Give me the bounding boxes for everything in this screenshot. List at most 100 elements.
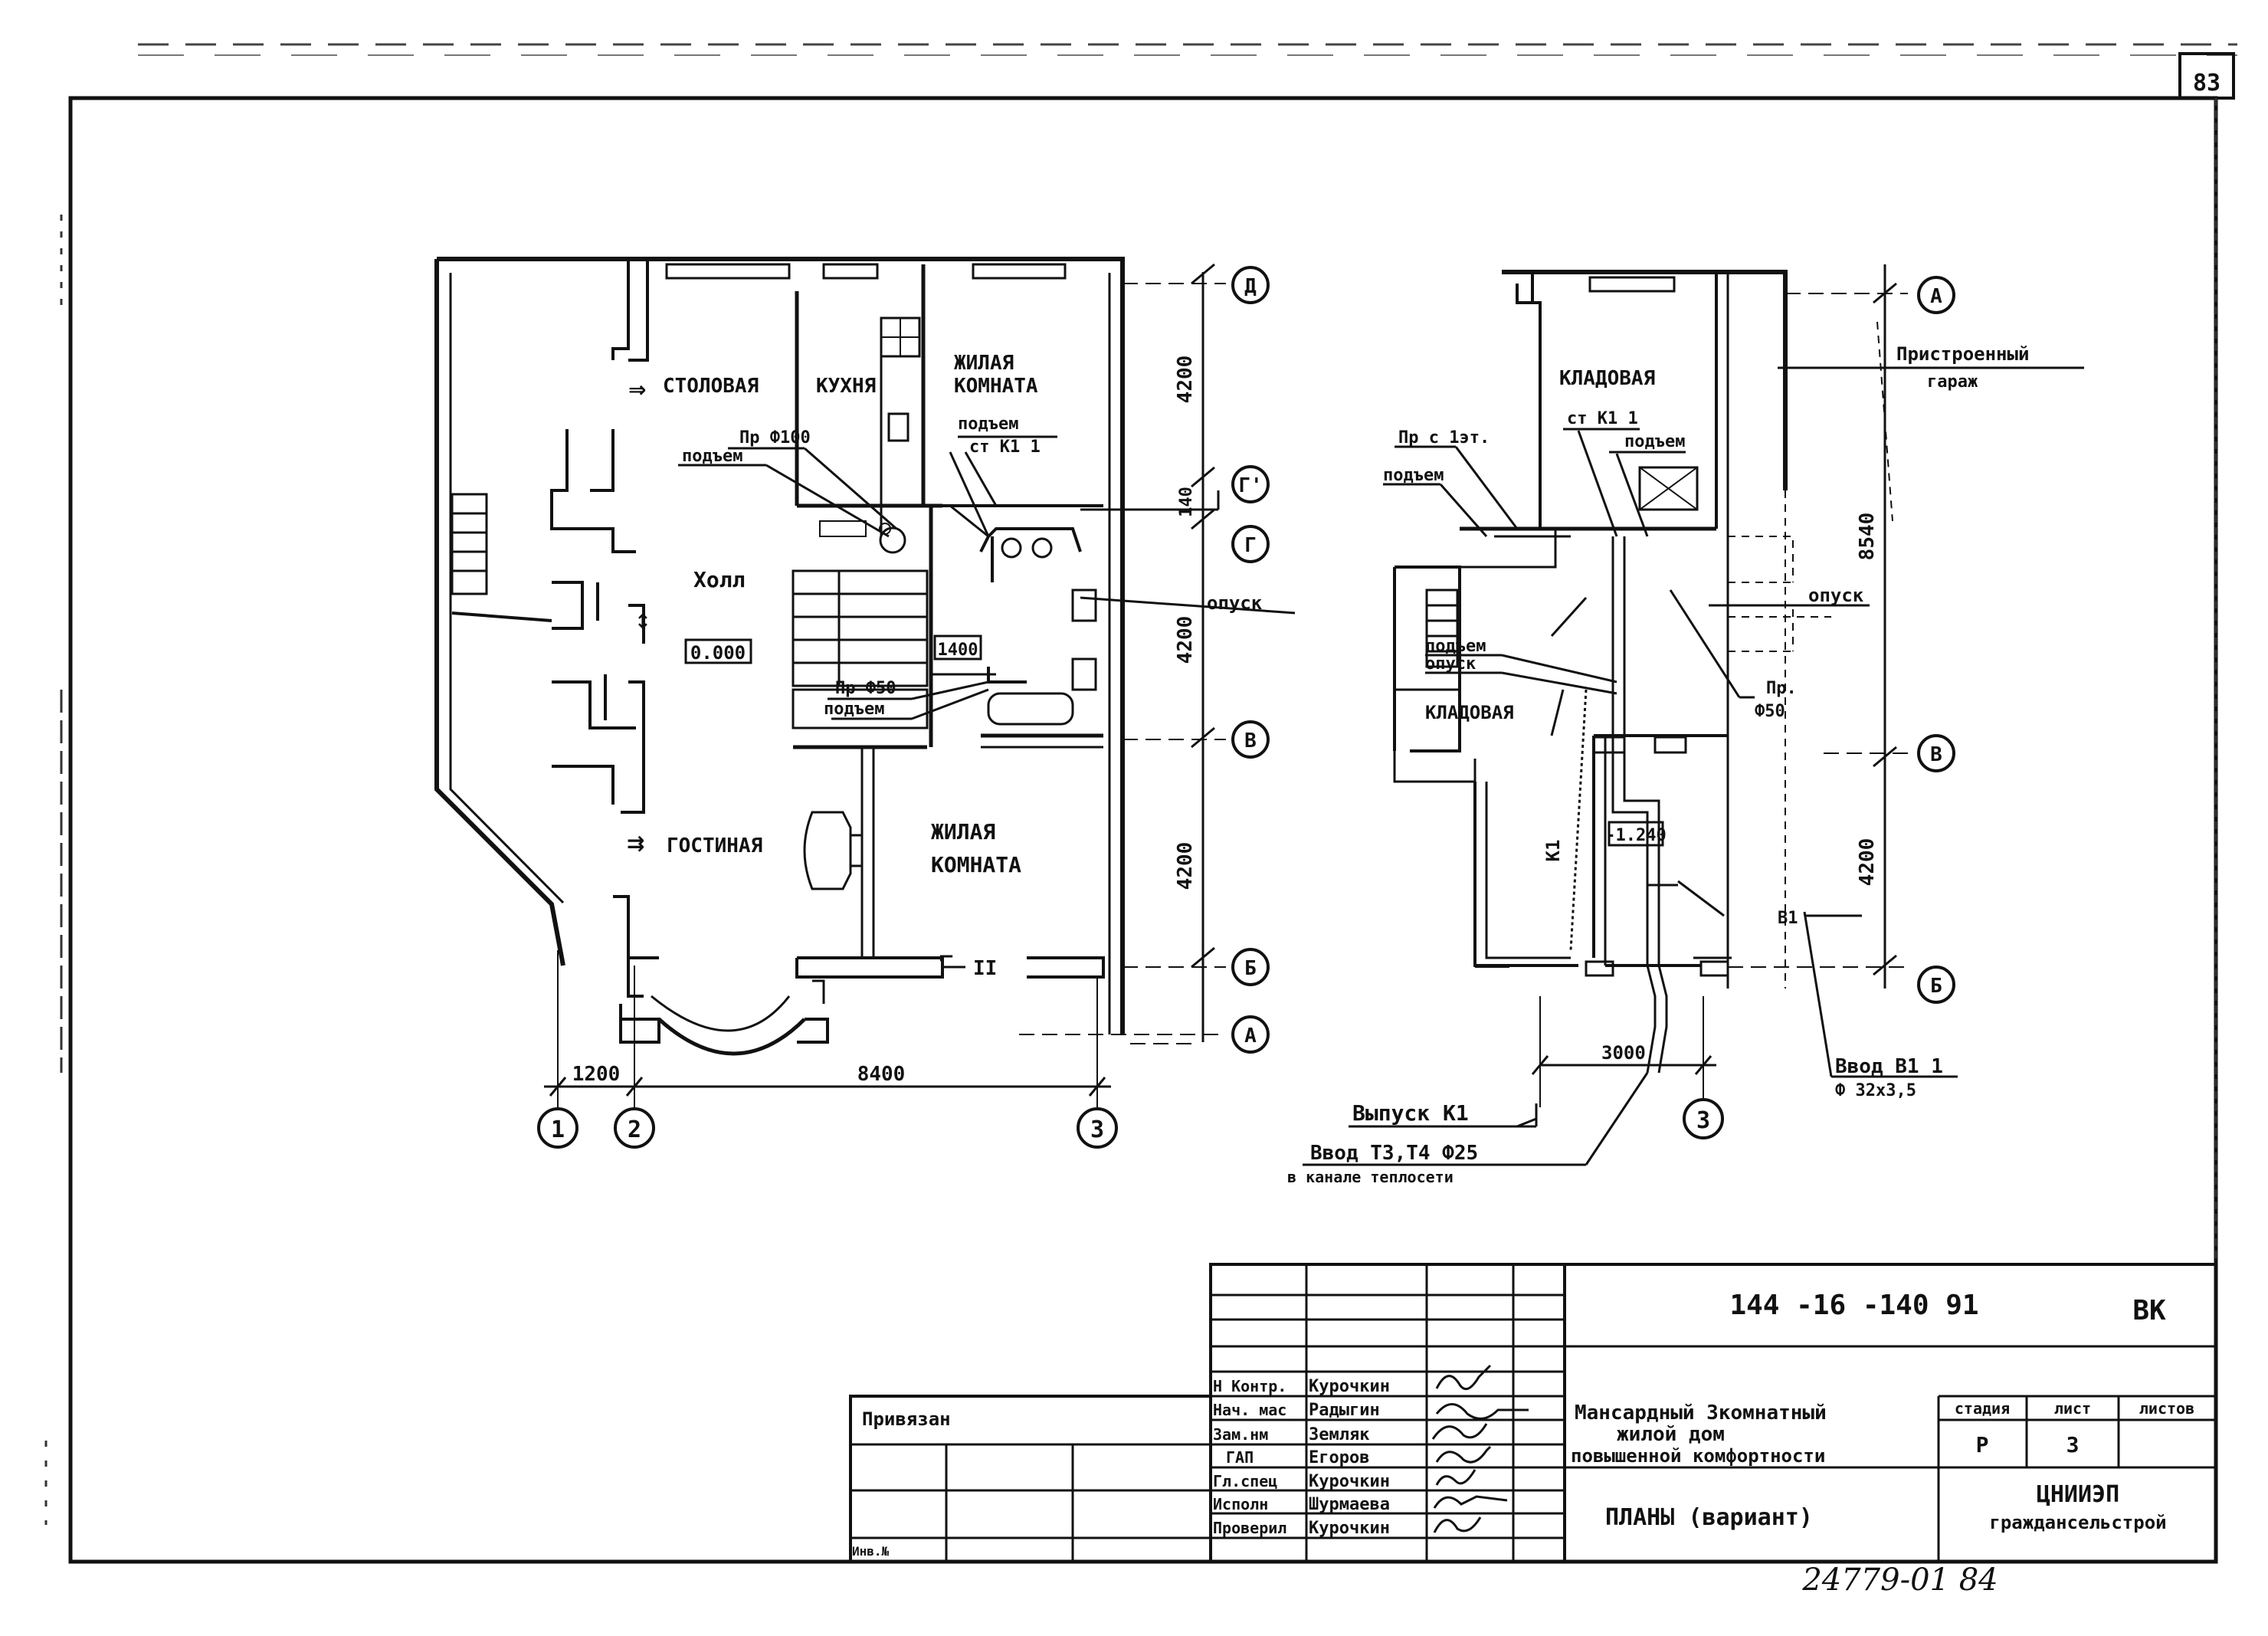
stage-header: стадия: [1955, 1399, 2010, 1418]
staff-name: Земляк: [1309, 1425, 1369, 1444]
axis-b: Б: [1244, 957, 1257, 980]
staff-role: Исполн: [1213, 1495, 1268, 1513]
room-living-bottom-label-2: КОМНАТА: [931, 852, 1021, 877]
note-heat-channel: в канале теплосети: [1287, 1168, 1454, 1186]
sheet-title: ПЛАНЫ (вариант): [1605, 1504, 1813, 1531]
room-storage-top-label: КЛАДОВАЯ: [1559, 367, 1655, 390]
staff-name: Радыгин: [1309, 1401, 1380, 1420]
svg-text:⌐: ⌐: [938, 946, 955, 969]
left-floor-plan: ⇒ ⇉ ↕ ⌐: [434, 257, 1296, 1149]
basement-level: -1.240: [1605, 826, 1666, 845]
note-pipe-size: Ф 32х3,5: [1835, 1081, 1916, 1100]
sheets-header: листов: [2139, 1399, 2194, 1418]
staff-role: Нач. мас: [1213, 1401, 1286, 1419]
room-kitchen-label: КУХНЯ: [816, 375, 876, 398]
axis-a-right: А: [1930, 285, 1942, 308]
staff-role: Н Контр.: [1213, 1377, 1286, 1395]
note-outlet-k1: Выпуск К1: [1352, 1100, 1469, 1126]
dim-4200-mid: 4200: [1174, 616, 1197, 664]
note-drop: опуск: [1207, 592, 1263, 614]
axis-2: 2: [628, 1116, 641, 1143]
note-k1: К1: [1542, 840, 1564, 862]
signatures: [1431, 1364, 1529, 1533]
note-riser-k1: подъем: [1624, 432, 1685, 451]
axis-g: Г: [1244, 534, 1257, 557]
dim-4200-right: 4200: [1856, 838, 1879, 887]
note-pr: Пр.: [1766, 679, 1797, 698]
axis-b-right: Б: [1930, 975, 1942, 998]
project-name-1: Мансардный 3комнатный: [1575, 1402, 1827, 1425]
left-margin-marks: [44, 215, 63, 1525]
room-living-bottom-label-1: ЖИЛАЯ: [931, 819, 995, 844]
sheet-header: лист: [2054, 1399, 2091, 1418]
staff-list: Н Контр. Курочкин Нач. мас Радыгин Зам.н…: [1213, 1377, 1390, 1538]
room-dining-label: СТОЛОВАЯ: [663, 375, 759, 398]
svg-text:⇉: ⇉: [627, 831, 644, 856]
project-name-3: повышенной комфортности: [1571, 1445, 1825, 1467]
room-living-top-label-2: КОМНАТА: [954, 375, 1038, 398]
staff-name: Шурмаева: [1309, 1495, 1390, 1514]
note-riser100: подъем: [682, 447, 742, 466]
staff-name: Курочкин: [1309, 1519, 1390, 1538]
staff-name: Курочкин: [1309, 1472, 1390, 1491]
staff-role: ГАП: [1226, 1448, 1254, 1467]
inventory-label: Инв.№: [852, 1544, 890, 1559]
level-mark: 0.000: [690, 642, 746, 664]
room-lounge-label: ГОСТИНАЯ: [667, 834, 762, 857]
stage-value: Р: [1976, 1432, 1989, 1457]
axis-g1: Г': [1238, 474, 1262, 497]
note-riser-top: подъем: [958, 415, 1018, 434]
staff-role: Проверил: [1213, 1519, 1286, 1537]
svg-text:↕: ↕: [634, 611, 651, 634]
note-riser-mid: подъем: [1425, 637, 1486, 656]
dim-8540: 8540: [1856, 513, 1879, 561]
axis-3: 3: [1090, 1116, 1104, 1143]
note-stk1-right: ст К1 1: [1567, 409, 1638, 428]
room-hall-label: Холл: [693, 567, 745, 592]
sheet-value: 3: [2066, 1432, 2080, 1457]
axis-1: 1: [551, 1116, 565, 1143]
sheet-number: 83: [2193, 70, 2220, 97]
staff-role: Зам.нм: [1213, 1425, 1268, 1444]
axis-a: А: [1244, 1025, 1257, 1047]
axis-d: Д: [1244, 275, 1257, 298]
sheet-frame: [68, 96, 2218, 1564]
privyazan-label: Привязан: [862, 1408, 951, 1430]
note-b1: В1: [1778, 909, 1798, 928]
sheet-number-box: [2178, 52, 2235, 100]
note-garage-2: гараж: [1927, 372, 1978, 392]
dim-4200-top: 4200: [1174, 356, 1197, 404]
stair-mark-box: [933, 634, 982, 661]
org-name-1: ЦНИИЭП: [2037, 1481, 2119, 1508]
level-mark-box: [684, 638, 752, 664]
room-storage-low-label: КЛАДОВАЯ: [1425, 702, 1514, 723]
room-living-top-label-1: ЖИЛАЯ: [954, 352, 1014, 375]
drawing-mark: ВК: [2132, 1295, 2166, 1326]
note-from-floor: Пр с 1эт.: [1398, 428, 1490, 448]
dim-1200: 1200: [572, 1063, 621, 1086]
staff-name: Курочкин: [1309, 1377, 1390, 1396]
note-riser-left: подъем: [1383, 466, 1444, 485]
document-number: 24779-01 84: [1801, 1562, 1998, 1598]
staff-role: Гл.спец: [1213, 1472, 1277, 1490]
dim-3000: 3000: [1601, 1042, 1646, 1064]
note-pipe100: Пр Ф100: [739, 428, 811, 448]
note-input-t3t4: Ввод Т3,Т4 Ф25: [1310, 1142, 1478, 1165]
note-riser50: подъем: [824, 700, 884, 719]
note-drop-right: опуск: [1808, 585, 1864, 606]
stair-mark: 1400: [938, 641, 978, 660]
note-phi50: Ф50: [1755, 702, 1785, 721]
title-block: [849, 1263, 2217, 1563]
dim-140: 140: [1177, 487, 1196, 517]
right-floor-plan: [1303, 264, 2084, 1166]
basement-level-box: [1608, 821, 1664, 847]
dim-8400: 8400: [857, 1063, 906, 1086]
svg-text:⇒: ⇒: [628, 377, 646, 402]
dim-4200-bottom: 4200: [1174, 842, 1197, 890]
note-input-b1: Ввод В1 1: [1835, 1055, 1943, 1078]
org-name-2: граждансельстрой: [1989, 1512, 2166, 1533]
note-stk1: ст К1 1: [969, 438, 1041, 457]
axis-3-right: 3: [1696, 1107, 1710, 1134]
note-drop-mid: опуск: [1425, 654, 1476, 674]
